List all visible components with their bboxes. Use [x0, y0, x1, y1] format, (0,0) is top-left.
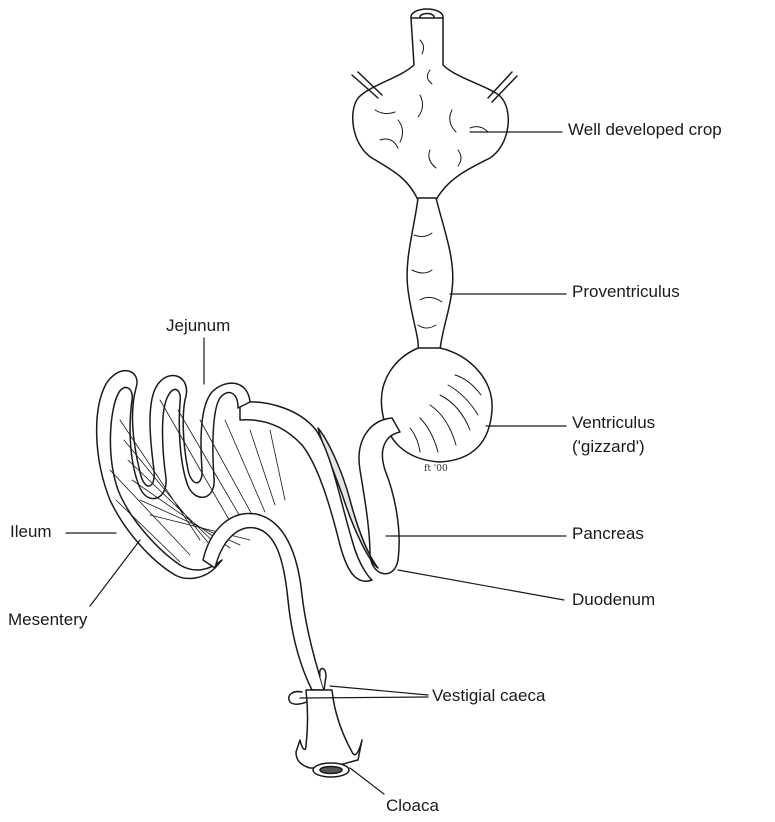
label-caeca: Vestigial caeca: [432, 686, 545, 706]
crop: [353, 18, 509, 200]
label-cloaca: Cloaca: [386, 796, 439, 816]
ventriculus: [381, 348, 492, 462]
ileum: [203, 513, 324, 690]
leader-mesentery: [90, 540, 140, 606]
leader-caeca-1: [330, 686, 428, 695]
leader-duodenum: [398, 570, 564, 600]
artist-signature: ft '00: [424, 464, 448, 474]
label-jejunum: Jejunum: [166, 316, 230, 336]
label-proventriculus: Proventriculus: [572, 282, 680, 302]
small-intestine: [240, 402, 372, 581]
label-ileum: Ileum: [10, 522, 52, 542]
label-duodenum: Duodenum: [572, 590, 655, 610]
label-crop: Well developed crop: [568, 120, 722, 140]
leader-cloaca: [350, 768, 384, 794]
label-pancreas: Pancreas: [572, 524, 644, 544]
label-mesentery: Mesentery: [8, 610, 87, 630]
label-ventriculus-sub: ('gizzard'): [572, 437, 645, 457]
label-ventriculus: Ventriculus: [572, 413, 655, 433]
jejunum-loops: [97, 371, 250, 579]
cloaca-lumen: [320, 767, 342, 774]
